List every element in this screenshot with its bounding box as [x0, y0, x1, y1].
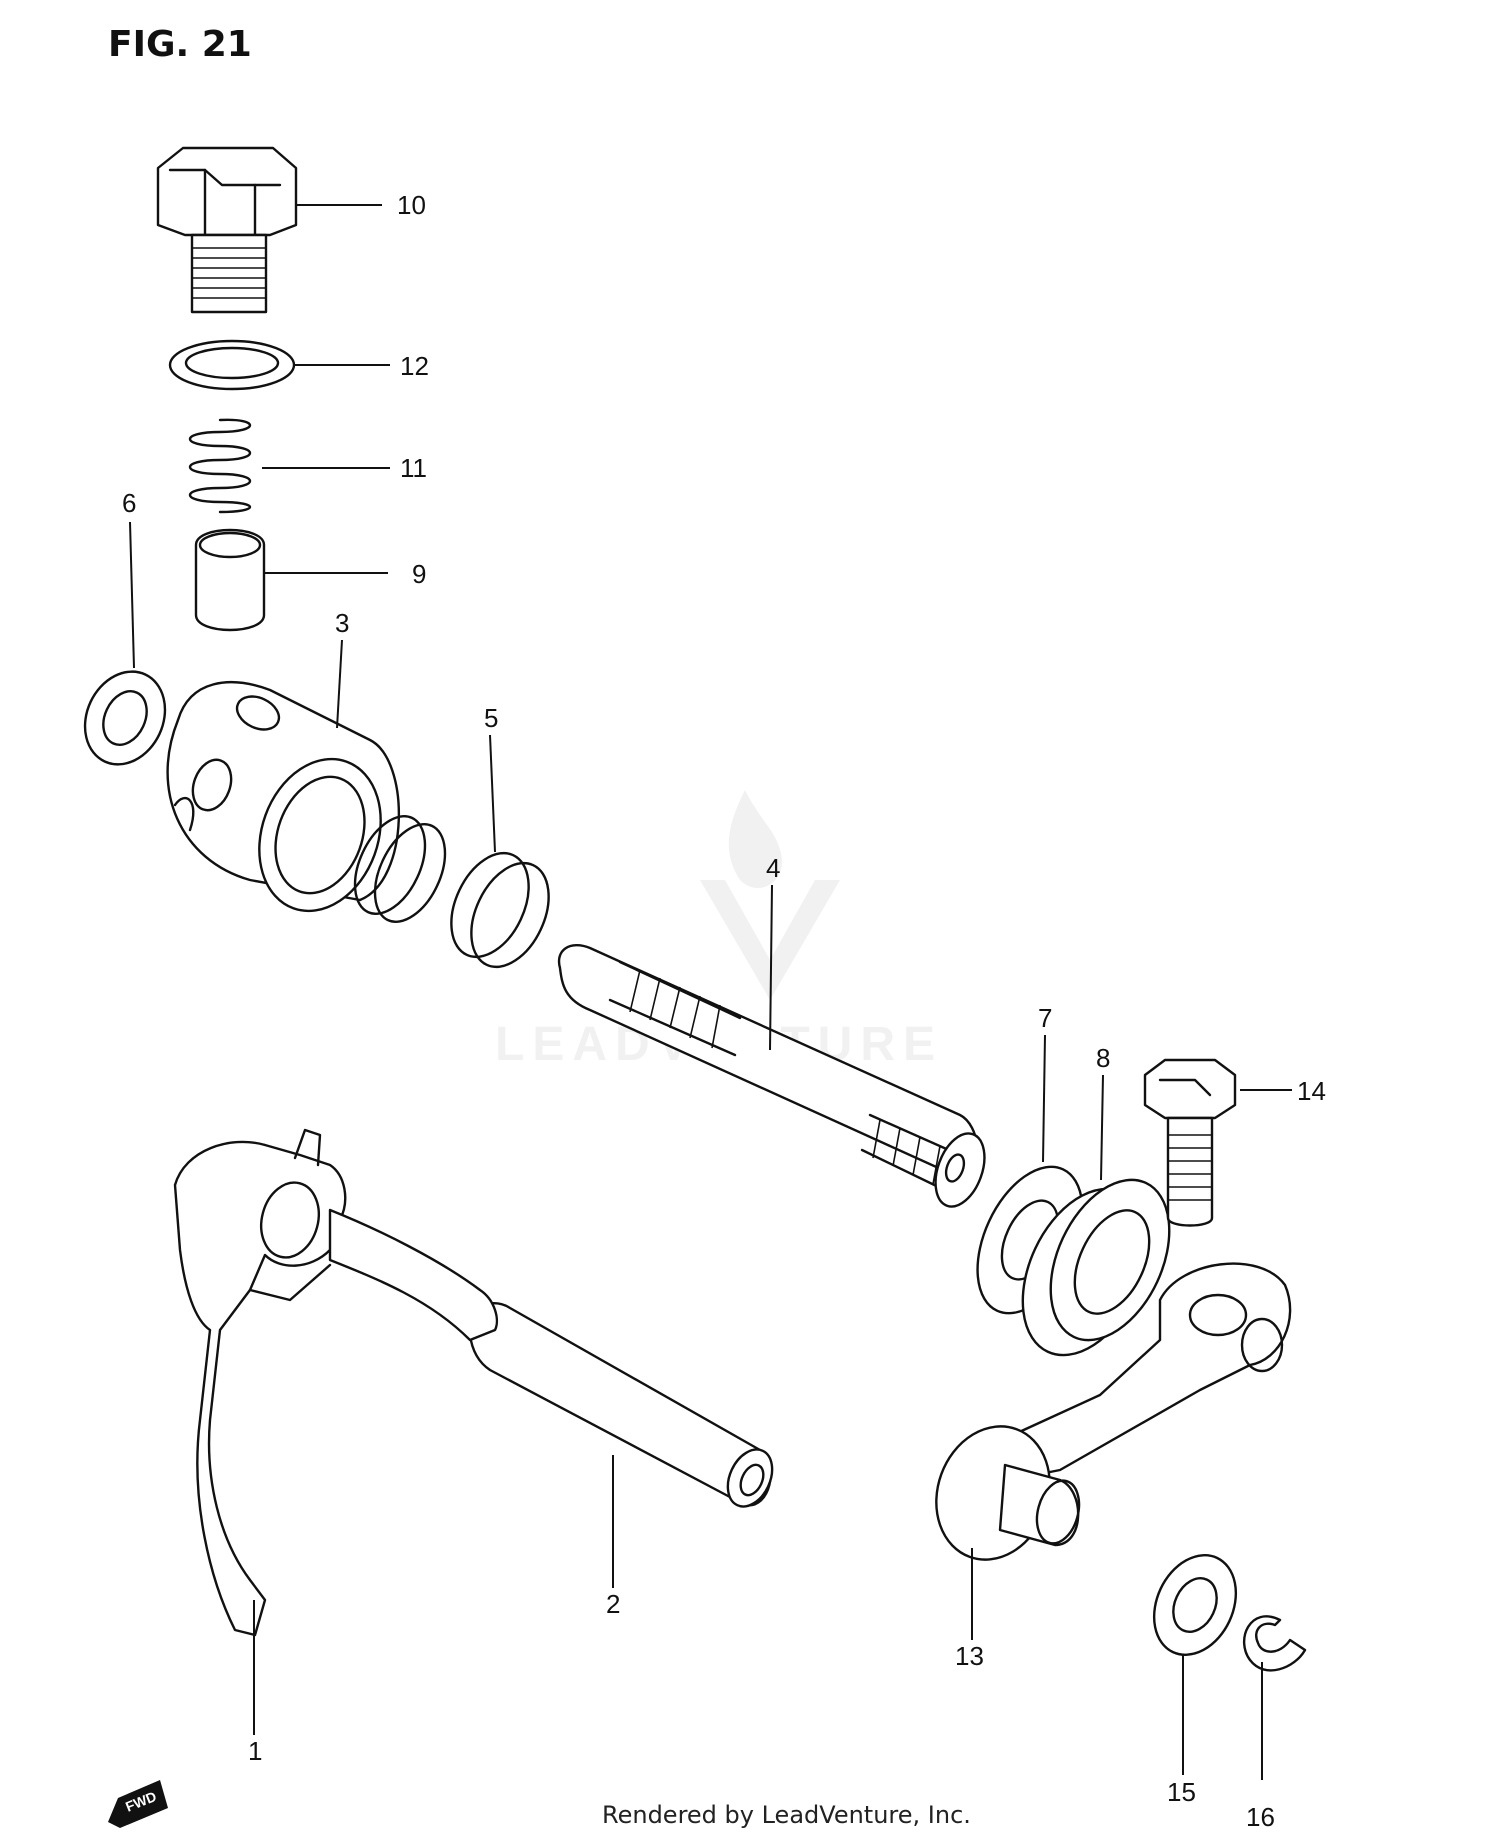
part-8-oil-seal	[1021, 1178, 1171, 1357]
part-11-spring	[188, 418, 252, 514]
part-2-fork-shaft	[466, 1302, 774, 1508]
callout-10: 10	[397, 190, 426, 220]
part-15-washer	[1152, 1554, 1238, 1656]
callout-16: 16	[1246, 1802, 1275, 1832]
part-12-gasket	[168, 339, 296, 391]
callout-4: 4	[766, 853, 780, 883]
callout-9: 9	[412, 559, 426, 589]
figure-title: FIG. 21	[108, 24, 252, 65]
part-5-spring	[353, 814, 550, 969]
callout-11: 11	[400, 453, 427, 483]
callout-6: 6	[122, 488, 136, 518]
callout-14: 14	[1297, 1076, 1326, 1106]
callout-7: 7	[1038, 1003, 1052, 1033]
part-4-shift-shaft	[557, 944, 986, 1208]
callout-15: 15	[1167, 1777, 1196, 1807]
part-1-shift-fork	[173, 1128, 499, 1637]
part-14-bolt	[1143, 1058, 1237, 1227]
part-6-washer	[83, 670, 167, 766]
callout-2: 2	[606, 1589, 620, 1619]
part-3-cam-drum	[166, 681, 401, 913]
fwd-arrow-icon: FWD	[108, 1780, 168, 1828]
callout-12: 12	[400, 351, 429, 381]
callout-13: 13	[955, 1641, 984, 1671]
callout-3: 3	[335, 608, 349, 638]
render-credit: Rendered by LeadVenture, Inc.	[602, 1801, 971, 1829]
callout-1: 1	[248, 1736, 262, 1766]
part-16-e-clip	[1242, 1615, 1307, 1672]
part-10-hex-plug	[156, 146, 298, 314]
callout-labels: 10 12 11 9 6 3 5 4 7 8 14 2 13 1 15 16	[122, 190, 1326, 1832]
part-9-stopper-pin	[194, 528, 266, 632]
part-13-shift-arm	[935, 1262, 1292, 1561]
callout-8: 8	[1096, 1043, 1110, 1073]
leader-lines	[129, 204, 1292, 1780]
callout-5: 5	[484, 703, 498, 733]
